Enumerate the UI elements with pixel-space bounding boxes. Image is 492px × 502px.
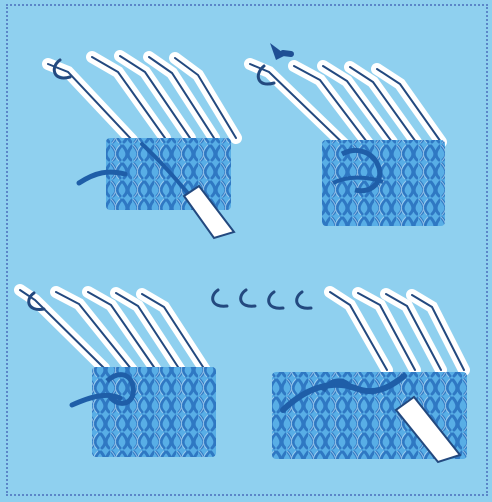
top-left-step [48,56,236,238]
bottom-left-step [20,290,216,457]
top-right-step [250,43,445,226]
needles-group-1 [48,56,236,140]
bottom-right-step [213,290,467,462]
